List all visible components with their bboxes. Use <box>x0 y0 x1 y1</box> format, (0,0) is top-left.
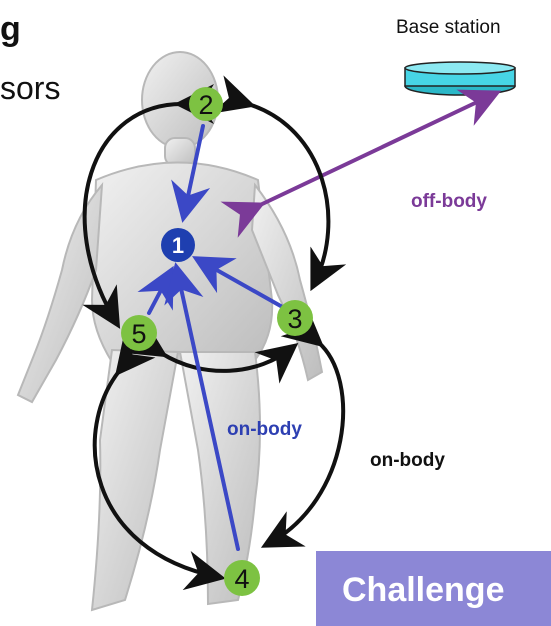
off-body-link <box>258 94 494 206</box>
node-5-label: 5 <box>131 319 146 349</box>
base-station-label: Base station <box>396 18 501 37</box>
node-4-label: 4 <box>234 564 249 594</box>
node-2: 2 <box>189 87 223 121</box>
challenge-label: Challenge <box>342 571 504 610</box>
on-body-label-blue: on-body <box>227 420 302 439</box>
node-3: 3 <box>277 300 313 336</box>
node-4: 4 <box>224 560 260 596</box>
on-body-label-black: on-body <box>370 451 445 470</box>
node-1-label: 1 <box>172 233 184 258</box>
challenge-banner: Challenge <box>316 551 551 626</box>
node-1-hub: 1 <box>161 228 195 262</box>
base-station <box>405 62 515 95</box>
off-body-label: off-body <box>411 192 487 211</box>
node-2-label: 2 <box>198 90 213 120</box>
human-figure <box>18 52 322 610</box>
node-5: 5 <box>121 315 157 351</box>
node-3-label: 3 <box>287 304 302 334</box>
